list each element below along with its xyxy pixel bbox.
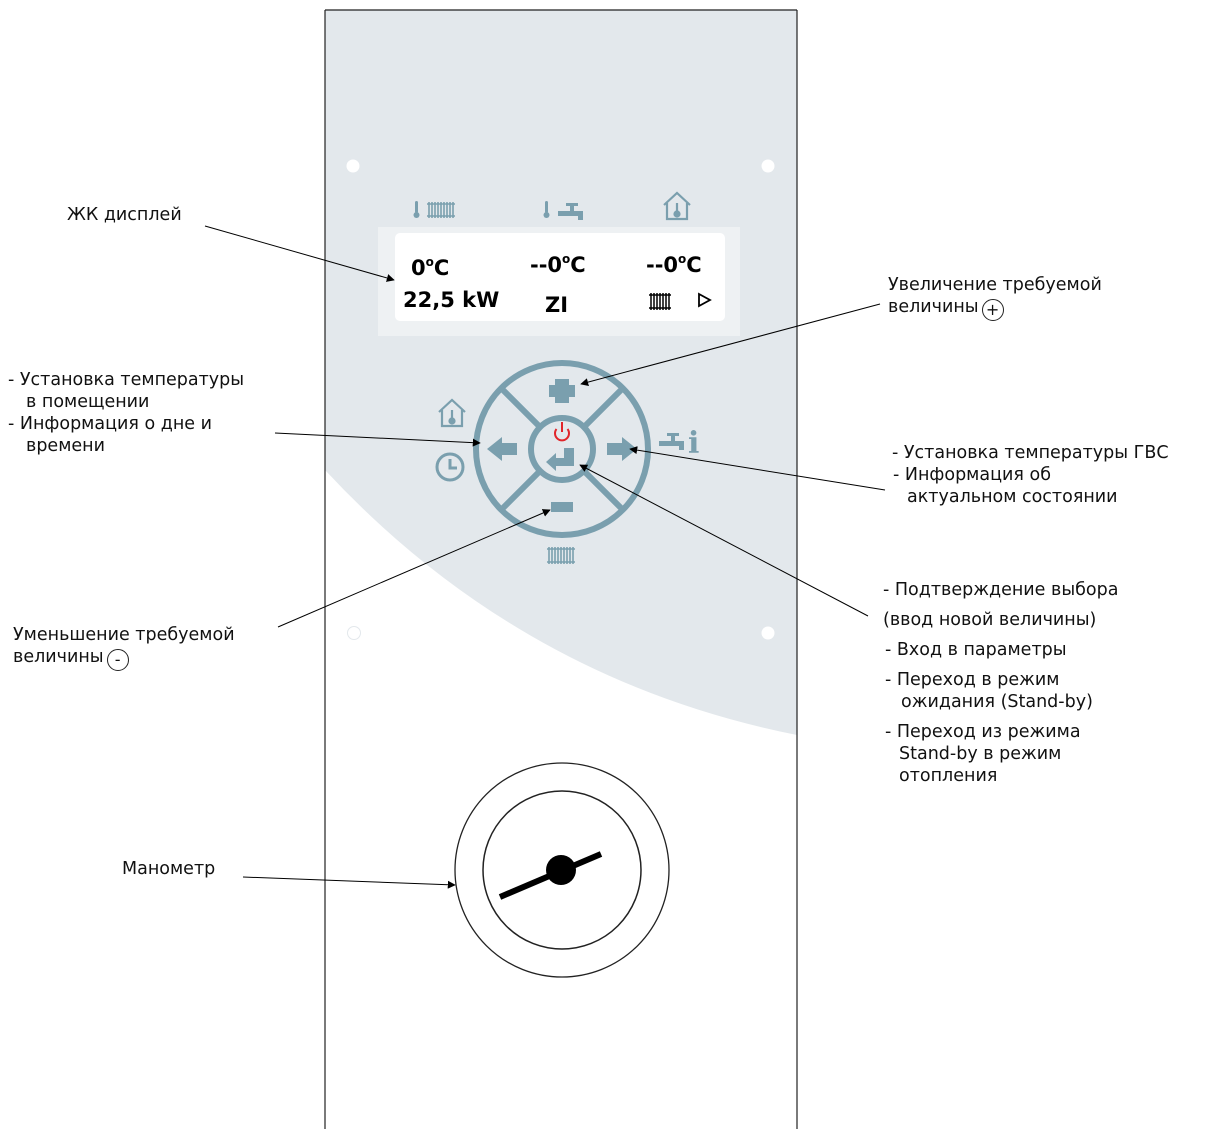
decrease-line-text: величины (13, 647, 104, 667)
decrease-line: величины- (13, 646, 235, 671)
screw-hole (346, 159, 360, 173)
lcd-room-temp: --0oC (646, 247, 702, 277)
confirm-line: - Вход в параметры (885, 640, 1067, 660)
degree-sign: o (678, 252, 687, 266)
clock-icon (435, 452, 465, 482)
label-decrease: Уменьшение требуемой величины- (13, 624, 235, 671)
left-line: в помещении (26, 392, 150, 412)
left-line: - Установка температуры (8, 370, 245, 390)
right-line: - Установка температуры ГВС (892, 443, 1169, 463)
right-line: актуальном состоянии (907, 487, 1118, 507)
degree-sign: o (562, 252, 571, 266)
leader-lines (204, 225, 886, 889)
enter-icon (546, 448, 574, 471)
left-line: времени (26, 436, 105, 456)
room-temp-value: --0 (646, 253, 679, 277)
plus-circle-symbol: + (981, 299, 1004, 321)
power-icon (554, 428, 570, 442)
dhw-temp-value: --0 (530, 253, 563, 277)
minus-button[interactable] (551, 502, 573, 512)
heating-thermometer-radiator-icon (413, 201, 455, 218)
house-thermometer-icon (438, 398, 466, 428)
celsius-letter: C (570, 253, 586, 277)
left-line: - Информация о дне и (8, 414, 213, 434)
play-indicator-icon (698, 292, 712, 308)
dhw-thermometer-tap-icon (543, 201, 583, 220)
degree-sign: o (425, 255, 434, 269)
enter-power-button[interactable] (546, 422, 574, 471)
lcd-display (378, 227, 740, 336)
plus-button[interactable] (549, 379, 575, 403)
panel-tinted-area (325, 10, 797, 735)
manometer-pivot (546, 855, 576, 885)
label-increase: Увеличение требуемой величины+ (888, 274, 1102, 321)
screw-hole (761, 626, 775, 640)
increase-line: Увеличение требуемой (888, 275, 1102, 295)
lcd-heating-temp: 0oC (411, 250, 449, 280)
screw-hole (761, 159, 775, 173)
label-lcd-display: ЖК дисплей (67, 205, 182, 225)
label-left-button: - Установка температуры в помещении - Ин… (8, 369, 244, 457)
confirm-line: - Подтверждение выбора (883, 580, 1119, 600)
confirm-line: - Переход в режим (885, 670, 1060, 690)
radiator-icon (649, 293, 671, 310)
info-icon: i (688, 426, 700, 461)
right-line: - Информация об (893, 465, 1051, 485)
control-dial (473, 360, 651, 538)
manometer-gauge (454, 762, 670, 978)
confirm-line: отопления (899, 766, 998, 786)
label-right-button: - Установка температуры ГВС - Информация… (892, 442, 1169, 508)
confirm-line: (ввод новой величины) (883, 610, 1097, 630)
celsius-letter: C (433, 256, 450, 280)
celsius-letter: C (686, 253, 702, 277)
lcd-mode: ZI (545, 293, 569, 317)
right-arrow-button[interactable] (607, 437, 637, 461)
label-confirm: - Подтверждение выбора (ввод новой велич… (883, 579, 1118, 787)
dial-radiator-icon (547, 547, 575, 564)
screw-hole (347, 626, 361, 640)
increase-line: величины+ (888, 296, 1102, 321)
lcd-power: 22,5 kW (403, 288, 500, 312)
increase-line-text: величины (888, 297, 979, 317)
confirm-line: Stand-by в режим (899, 744, 1062, 764)
room-house-thermometer-icon (663, 191, 691, 221)
heating-temp-value: 0 (411, 256, 426, 280)
left-arrow-button[interactable] (487, 437, 517, 461)
minus-circle-symbol: - (106, 649, 129, 671)
confirm-line: ожидания (Stand-by) (901, 692, 1093, 712)
label-manometer: Манометр (122, 859, 216, 879)
lcd-dhw-temp: --0oC (530, 247, 586, 277)
confirm-line: - Переход из режима (885, 722, 1081, 742)
decrease-line: Уменьшение требуемой (13, 625, 235, 645)
dhw-tap-icon (659, 433, 684, 450)
